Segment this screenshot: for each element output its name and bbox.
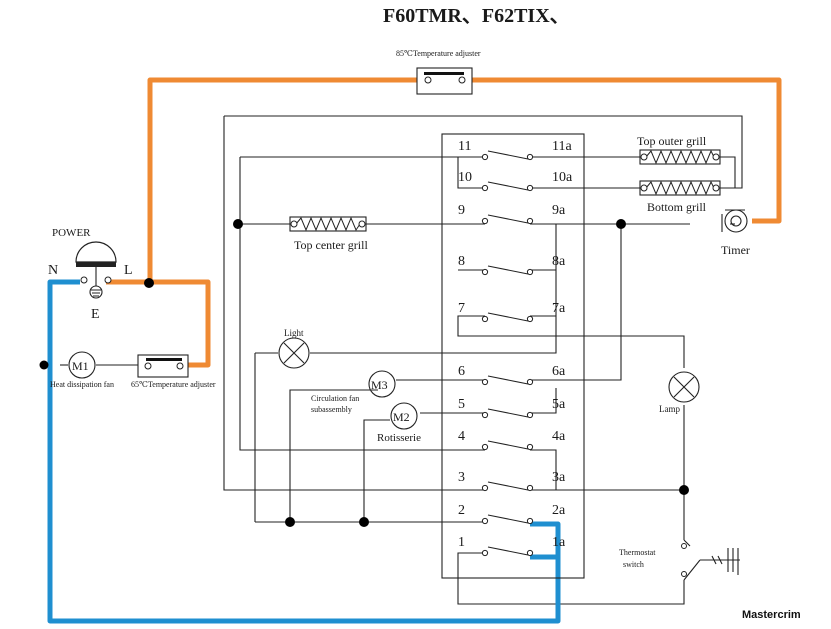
- thermostat-label: Thermostat: [619, 548, 656, 557]
- circulation-fan-label-2: subassembly: [311, 405, 352, 414]
- live-label: L: [124, 263, 133, 278]
- light-component: Light: [278, 328, 310, 369]
- switch-contact-row: 5 5a: [458, 397, 566, 419]
- switch-terminal-right: 6a: [552, 364, 566, 379]
- m1-heat-fan-motor: M1 Heat dissipation fan: [50, 351, 114, 389]
- switch-terminal-left: 7: [458, 301, 465, 316]
- switch-terminal-left: 2: [458, 503, 465, 518]
- switch-contact-row: 8 8a: [458, 254, 566, 276]
- m3-label: M3: [371, 378, 388, 392]
- switch-terminal-right: 7a: [552, 301, 566, 316]
- top-outer-grill-heater: Top outer grill: [637, 134, 721, 165]
- switch-contact-row: 4 4a: [458, 429, 566, 451]
- adjuster-85-label: 85℃Temperature adjuster: [396, 49, 481, 58]
- thermostat-label-2: switch: [623, 560, 644, 569]
- switch-terminal-right: 1a: [552, 535, 566, 550]
- m2-rotisserie-motor: M2 Rotisserie: [377, 402, 421, 444]
- timer-label: Timer: [721, 243, 750, 257]
- watermark: Mastercrim: [742, 609, 801, 621]
- switch-terminal-right: 10a: [552, 170, 573, 185]
- lamp-label: Lamp: [659, 404, 680, 414]
- switch-terminal-right: 2a: [552, 503, 566, 518]
- switch-terminal-left: 1: [458, 535, 465, 550]
- switch-contact-row: 9 9a: [458, 203, 566, 225]
- neutral-wiring: [47, 279, 561, 624]
- power-plug: POWER N L E: [48, 227, 133, 322]
- light-label: Light: [284, 328, 304, 338]
- bottom-grill-heater: Bottom grill: [639, 180, 721, 214]
- m2-label: M2: [393, 410, 410, 424]
- switch-terminal-right: 11a: [552, 139, 572, 154]
- top-center-grill-label: Top center grill: [294, 238, 368, 252]
- switch-terminal-right: 3a: [552, 470, 566, 485]
- lamp-component: Lamp: [659, 371, 700, 414]
- top-outer-grill-label: Top outer grill: [637, 134, 707, 148]
- control-wiring: [60, 115, 743, 605]
- switch-contact-row: 1 1a: [458, 535, 566, 557]
- m3-circulation-fan-motor: M3 Circulation fan subassembly: [311, 370, 396, 414]
- junction-dots: [39, 219, 689, 527]
- switch-terminal-left: 3: [458, 470, 465, 485]
- circulation-fan-label: Circulation fan: [311, 394, 359, 403]
- diagram-title: F60TMR、F62TIX、: [383, 5, 570, 27]
- switch-terminal-right: 9a: [552, 203, 566, 218]
- switch-terminal-left: 10: [458, 170, 472, 185]
- switch-contact-row: 3 3a: [458, 470, 566, 492]
- live-wiring: [106, 77, 782, 368]
- switch-contact-row: 7 7a: [458, 301, 566, 323]
- adjuster-65-component: 65℃Temperature adjuster: [131, 354, 216, 389]
- switch-contact-row: 11 11a: [458, 139, 572, 161]
- top-center-grill-heater: Top center grill: [289, 216, 368, 252]
- switch-contact-row: 6 6a: [458, 364, 566, 386]
- switch-terminal-right: 8a: [552, 254, 566, 269]
- switch-terminal-left: 11: [458, 139, 471, 154]
- switch-contact-row: 10 10a: [458, 170, 573, 192]
- m1-label: M1: [72, 359, 89, 373]
- switch-terminal-left: 6: [458, 364, 465, 379]
- switch-terminal-left: 9: [458, 203, 465, 218]
- selector-switch-box: [441, 133, 585, 579]
- power-label: POWER: [52, 227, 91, 239]
- switch-terminal-left: 4: [458, 429, 465, 444]
- switch-contact-row: 2 2a: [458, 503, 566, 525]
- switch-terminal-left: 8: [458, 254, 465, 269]
- switch-terminal-right: 4a: [552, 429, 566, 444]
- bottom-grill-label: Bottom grill: [647, 200, 707, 214]
- rotisserie-label: Rotisserie: [377, 432, 421, 444]
- heat-fan-label: Heat dissipation fan: [50, 380, 114, 389]
- neutral-label: N: [48, 263, 58, 278]
- adjuster-65-label: 65℃Temperature adjuster: [131, 380, 216, 389]
- adjuster-85-component: 85℃Temperature adjuster: [396, 49, 481, 95]
- timer-component: Timer: [721, 209, 750, 257]
- switch-terminal-right: 5a: [552, 397, 566, 412]
- thermostat-switch-component: Thermostat switch: [619, 543, 740, 577]
- earth-label: E: [91, 307, 100, 322]
- switch-terminal-left: 5: [458, 397, 465, 412]
